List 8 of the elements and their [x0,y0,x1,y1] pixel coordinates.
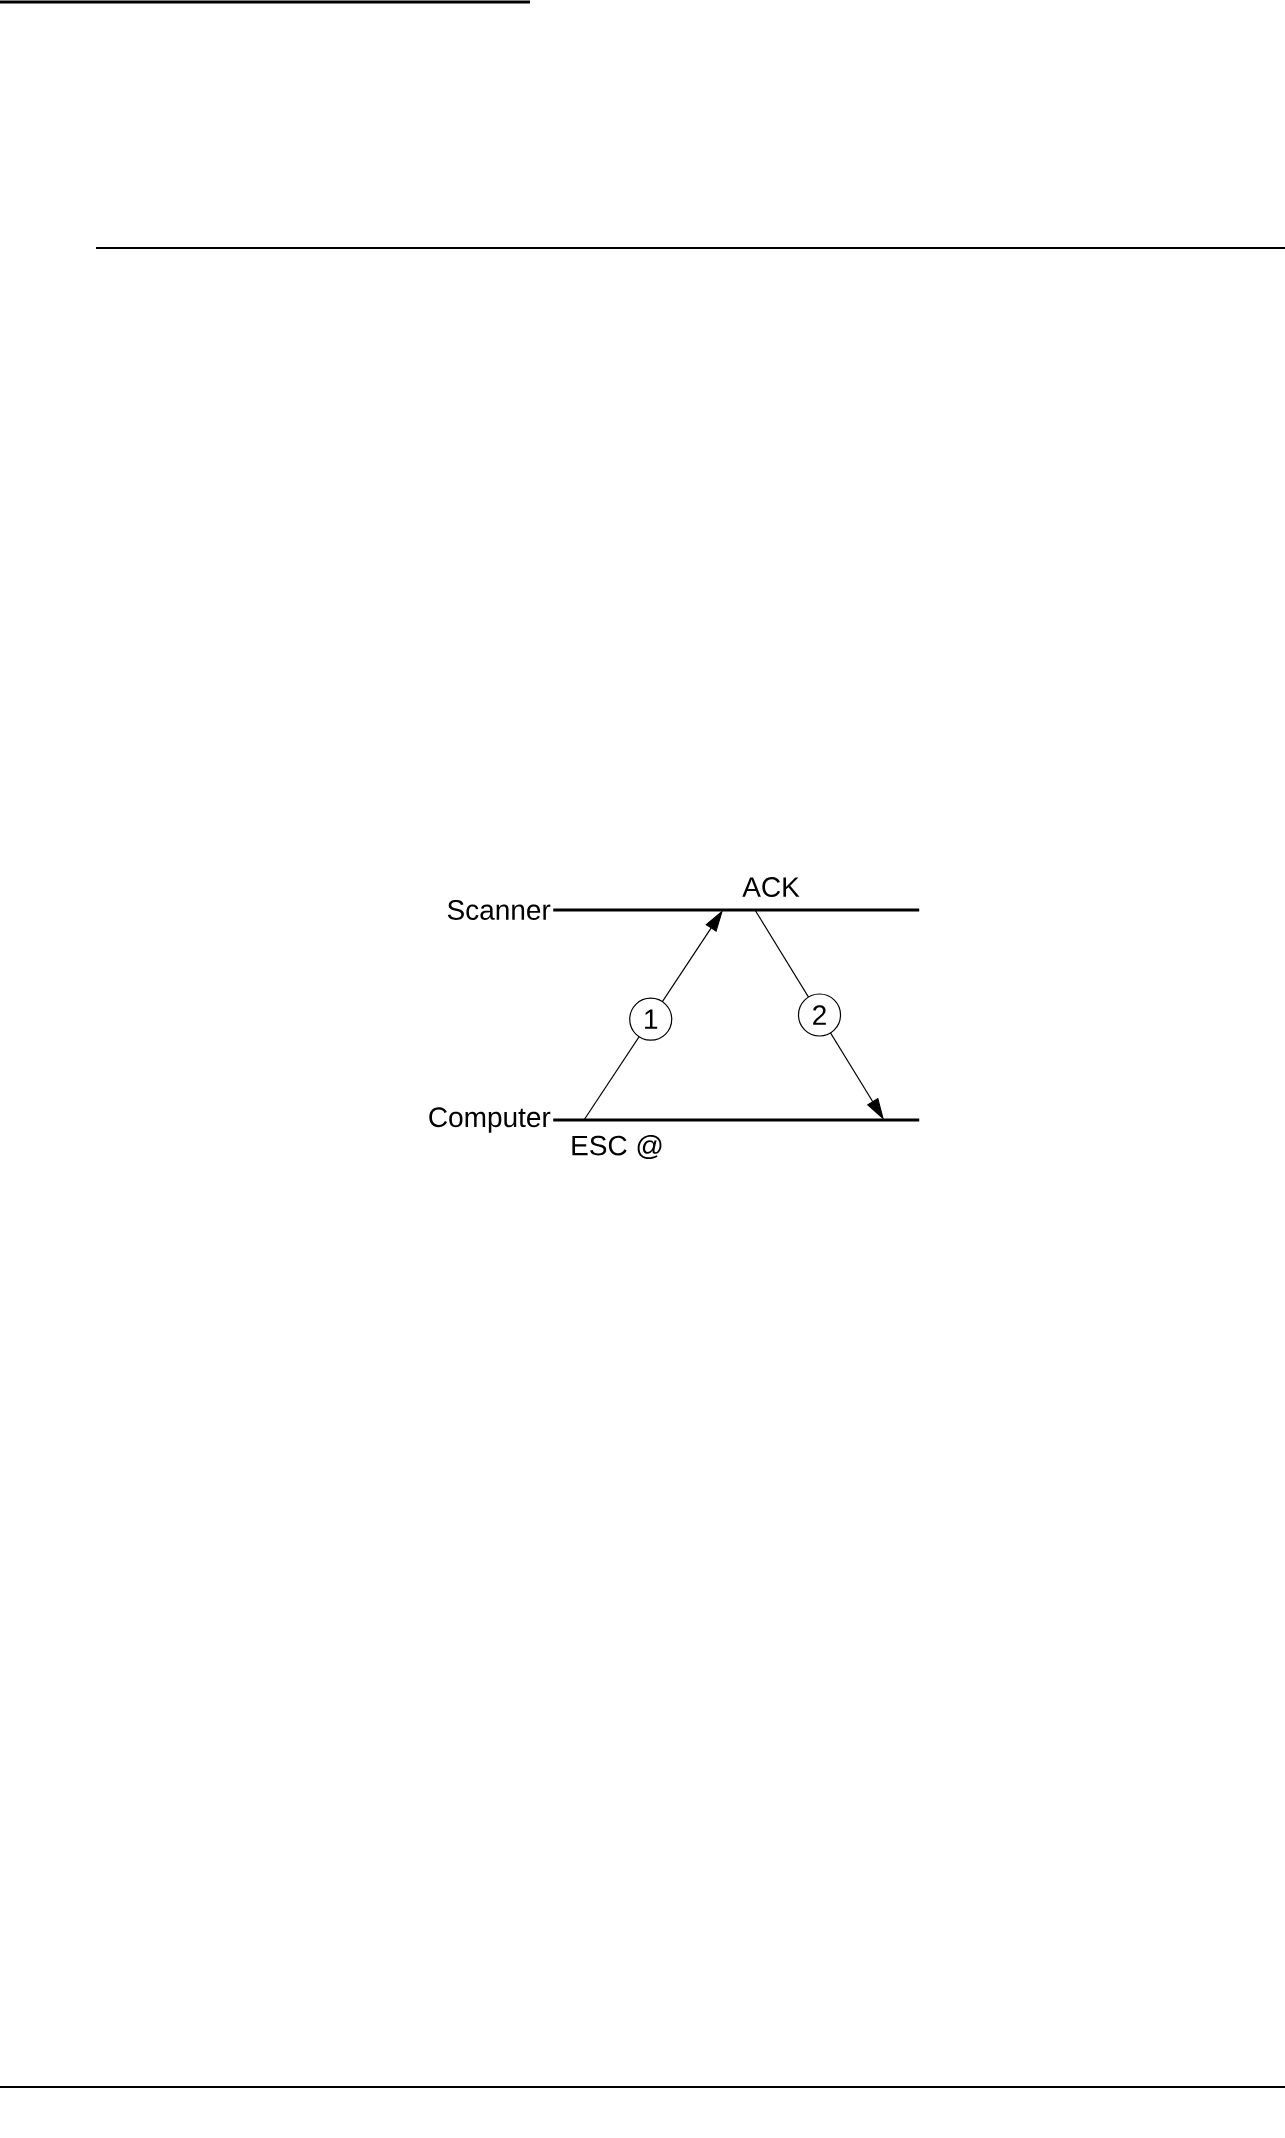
timeline: Computer [429,1107,920,1133]
callout-number: 2 [813,1005,826,1025]
node-label: Computer [429,1107,551,1133]
signal-label: ACK [742,877,800,897]
signal-label: ESC @ [572,1134,662,1160]
timeline: Scanner [447,900,920,920]
node-label: Scanner [447,900,551,920]
callout-number: 1 [645,1009,658,1029]
